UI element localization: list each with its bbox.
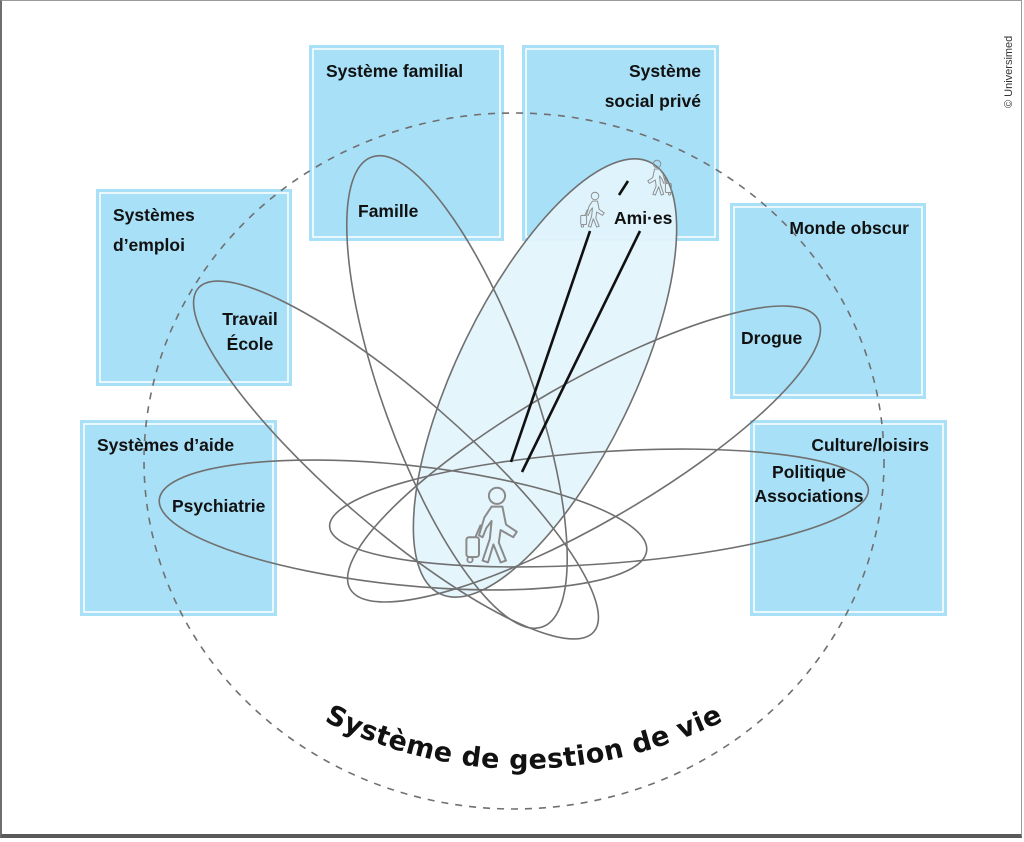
connector-line-1 [509,230,592,463]
item-amis: Ami·es [614,208,673,228]
item-drogue: Drogue [741,328,803,348]
label-systemes-emploi-line1: Systèmes [113,205,195,225]
ellipse-drogue [346,305,822,603]
label-monde-obscur: Monde obscur [789,218,909,238]
box-systemes-aide [80,420,277,616]
item-famille: Famille [358,201,419,221]
ellipse-travail-ecole [192,280,600,640]
label-systeme-social-line1: Système [629,61,701,81]
item-psychiatrie: Psychiatrie [172,496,266,516]
item-ecole: École [227,333,274,354]
ellipse-culture-politique [328,448,870,568]
diagram-title: Système de gestion de vie [321,699,727,776]
connector-dash [617,180,630,196]
box-culture-loisirs [750,420,947,616]
box-systemes-emploi [96,189,292,386]
ellipse-psychiatrie [158,459,648,591]
label-systemes-aide: Systèmes d’aide [97,435,234,455]
box-systeme-familial [309,45,504,241]
item-associations: Associations [755,486,864,506]
box-monde-obscur [730,203,926,399]
item-travail: Travail [222,309,277,329]
label-systemes-emploi-line2: d’emploi [113,235,185,255]
label-systeme-social-line2: social privé [605,91,702,111]
ellipse-famille [345,154,569,630]
diagram-title-path: Système de gestion de vie [321,699,727,776]
label-systeme-familial: Système familial [326,61,463,81]
copyright-credit: © Universimed [1003,36,1015,108]
connector-line-2 [520,230,642,473]
life-management-boundary [143,112,885,810]
label-culture-loisirs: Culture/loisirs [811,435,929,455]
item-politique: Politique [772,462,846,482]
